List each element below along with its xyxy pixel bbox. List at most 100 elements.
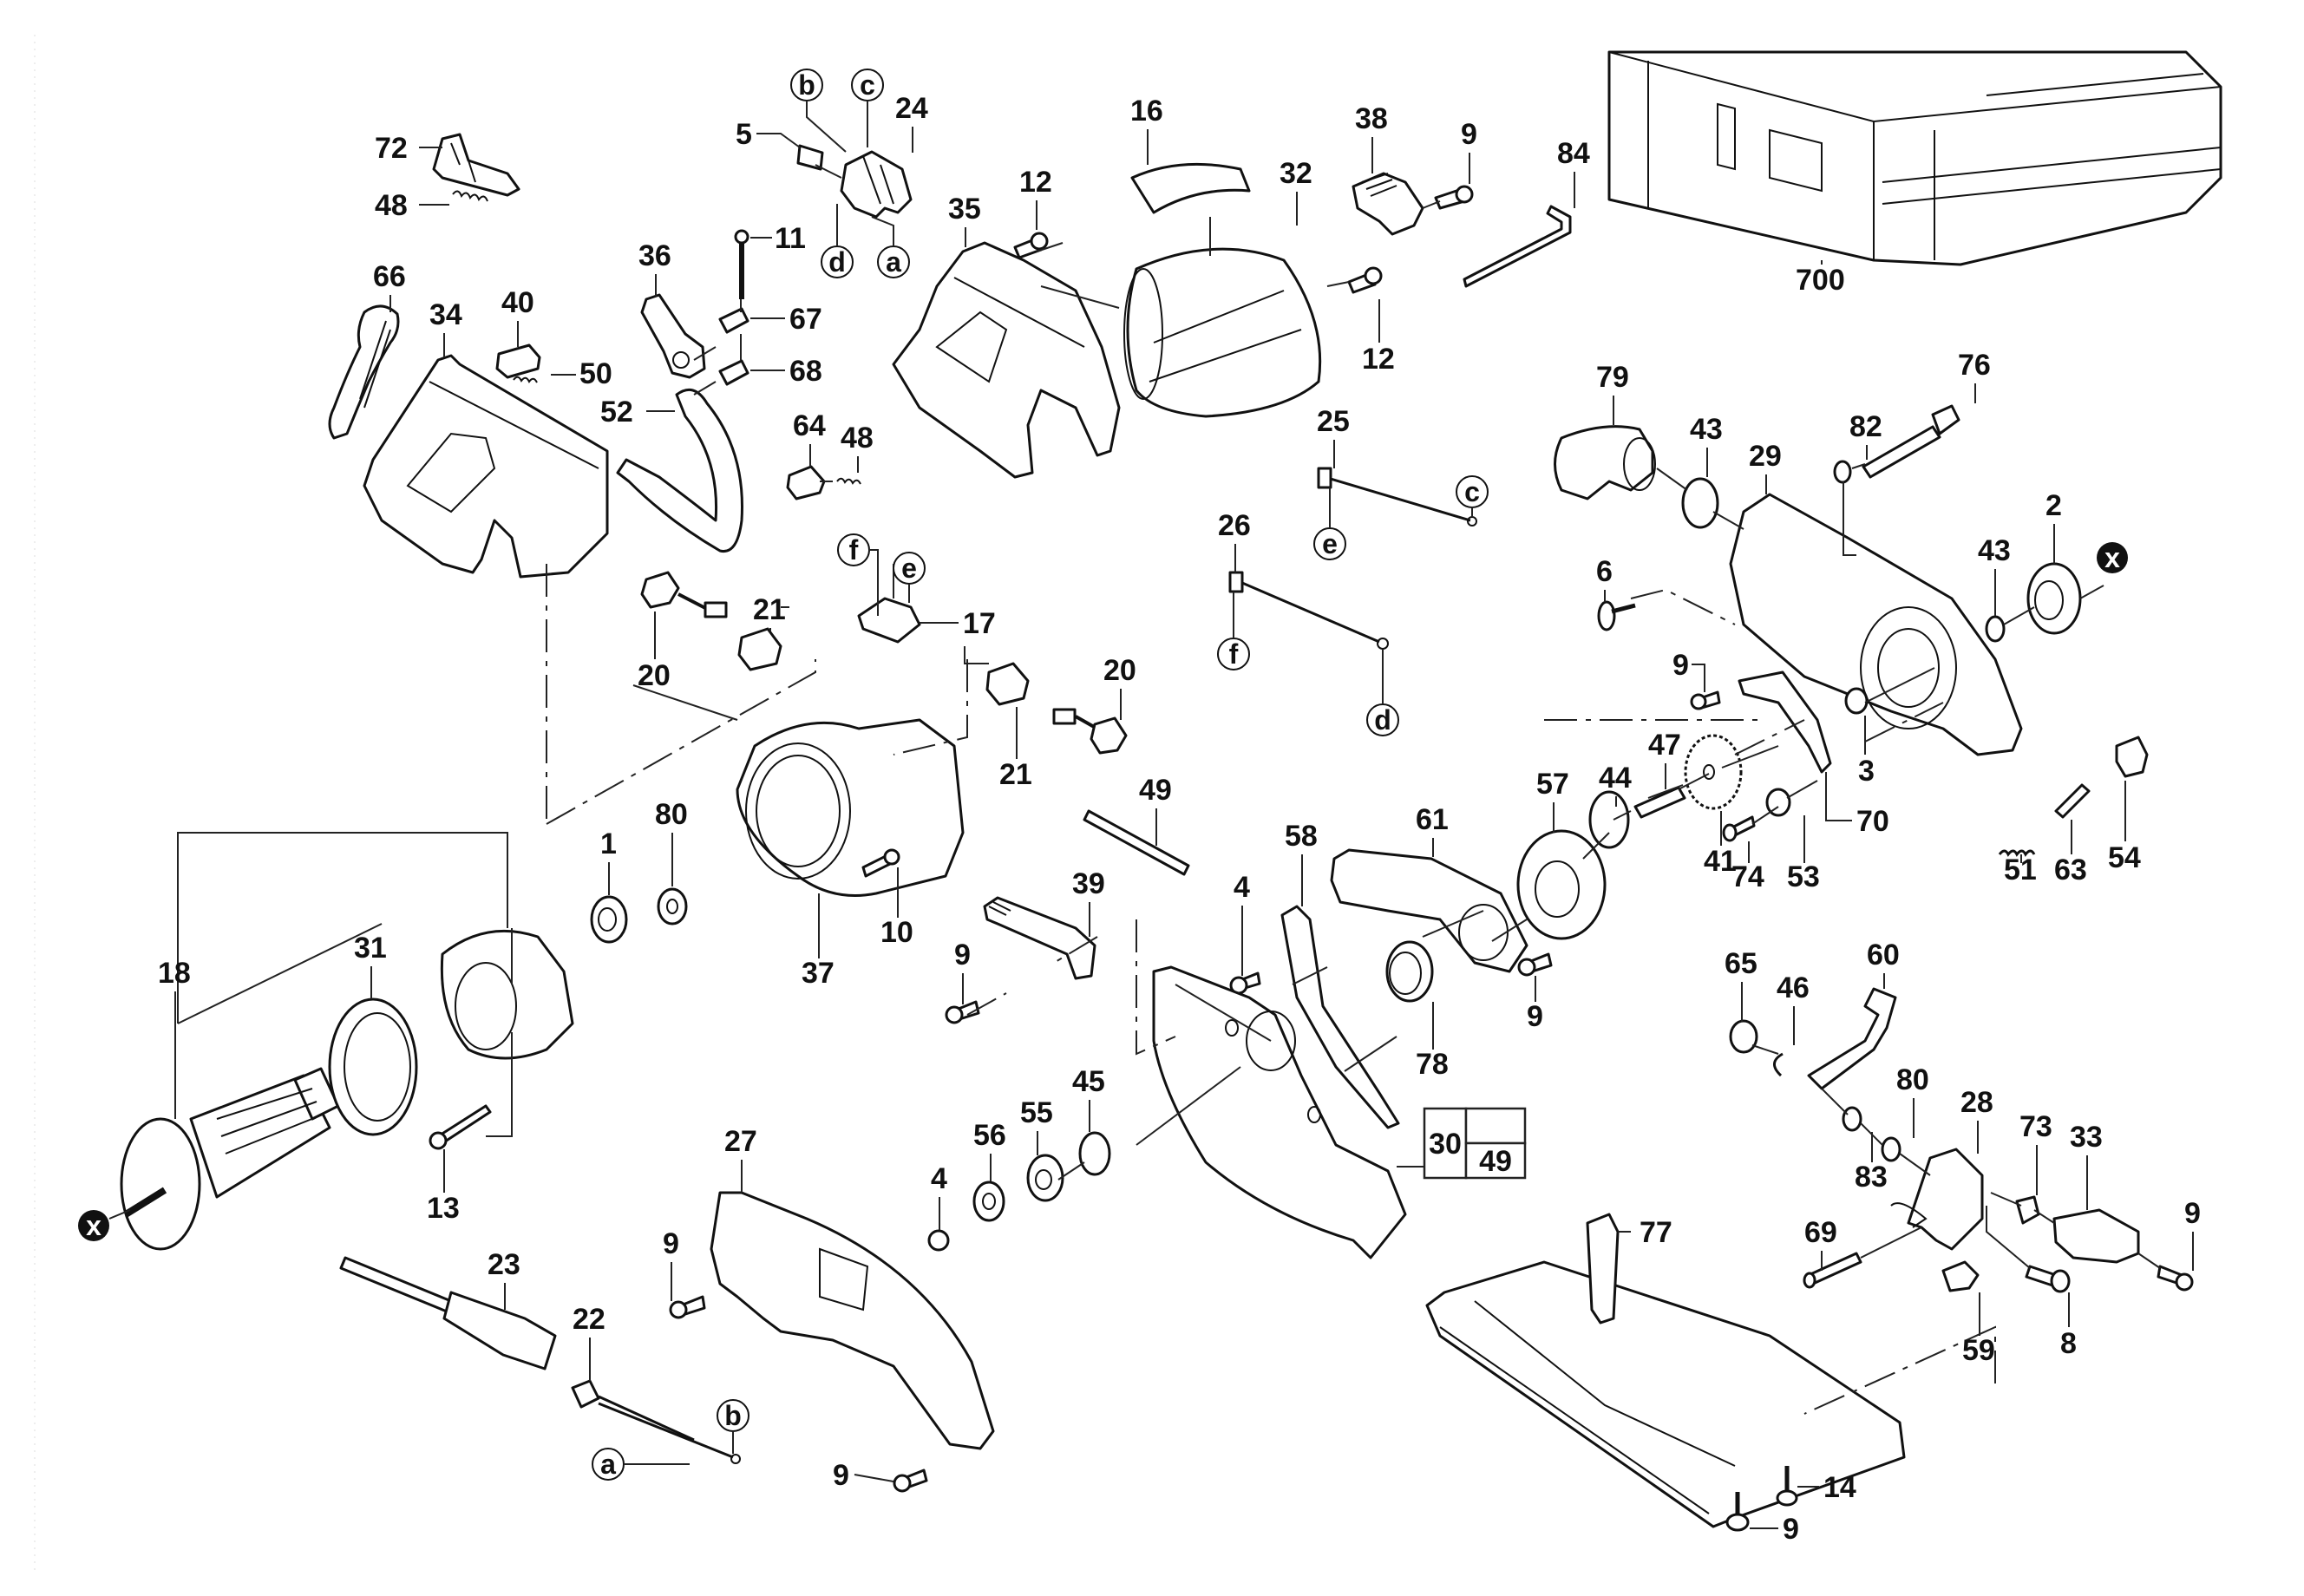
kit-box-30-49: 30 49	[1423, 1107, 1527, 1180]
connector-d-top: d	[821, 204, 854, 278]
part-80-washer-left	[657, 887, 688, 926]
callout-79: 79	[1596, 361, 1629, 425]
part-31-baffle-ring	[328, 998, 418, 1136]
callout-3: 3	[1858, 716, 1875, 788]
callout-80-right: 80	[1896, 1063, 1929, 1138]
svg-text:48: 48	[375, 189, 408, 222]
part-63-screw	[2054, 783, 2091, 819]
svg-text:69: 69	[1804, 1216, 1837, 1249]
callout-21-right: 21	[999, 707, 1032, 791]
callout-1: 1	[600, 827, 617, 895]
part-64-clip	[786, 465, 826, 500]
part-73-clip	[2015, 1195, 2040, 1225]
callout-12-top: 12	[1019, 166, 1052, 230]
connector-c-top: c	[851, 69, 884, 147]
callout-9-guard-lower: 9	[833, 1459, 894, 1492]
part-9-screw-flange	[1517, 952, 1553, 977]
svg-text:51: 51	[2004, 854, 2037, 886]
svg-text:46: 46	[1777, 971, 1810, 1004]
callout-61: 61	[1416, 803, 1449, 857]
svg-text:21: 21	[753, 593, 786, 626]
svg-text:56: 56	[973, 1119, 1006, 1152]
svg-text:18: 18	[158, 957, 191, 990]
svg-text:31: 31	[354, 932, 387, 965]
callout-32: 32	[1280, 157, 1312, 226]
part-61-bracket	[1330, 848, 1528, 973]
svg-text:20: 20	[1103, 654, 1136, 687]
svg-text:9: 9	[1672, 649, 1689, 682]
part-65-nut	[1729, 1019, 1758, 1054]
svg-text:79: 79	[1596, 361, 1629, 394]
callout-48-mid: 48	[841, 422, 874, 473]
svg-text:57: 57	[1536, 768, 1569, 801]
part-48-spring-mid	[836, 477, 861, 485]
part-9-screw-guard-upper	[669, 1295, 706, 1319]
part-70-arm	[1738, 670, 1832, 774]
callout-44: 44	[1599, 762, 1632, 807]
junction-markers: x x	[78, 542, 2128, 1241]
callout-36: 36	[638, 239, 671, 297]
callout-50: 50	[551, 357, 612, 390]
part-56-washer	[972, 1181, 1005, 1222]
svg-text:1: 1	[600, 827, 617, 860]
part-27-upper-guard	[710, 1191, 995, 1450]
svg-text:a: a	[600, 1449, 616, 1480]
svg-text:2: 2	[2045, 489, 2062, 522]
svg-text:21: 21	[999, 758, 1032, 791]
svg-text:c: c	[860, 69, 875, 101]
part-12-screw-mid	[1347, 266, 1383, 294]
callout-73: 73	[2019, 1110, 2052, 1195]
callout-80-left: 80	[655, 798, 688, 886]
callout-16: 16	[1130, 95, 1163, 165]
svg-text:52: 52	[600, 396, 633, 428]
part-55-flange-washer	[1026, 1154, 1064, 1202]
svg-text:76: 76	[1958, 349, 1991, 382]
callout-20-left: 20	[638, 612, 671, 692]
callout-9-guard-upper: 9	[663, 1227, 679, 1301]
svg-text:20: 20	[638, 659, 671, 692]
part-44-o-ring	[1588, 790, 1630, 849]
part-35-motor-housing	[892, 241, 1121, 479]
svg-text:73: 73	[2019, 1110, 2052, 1143]
callout-64: 64	[793, 409, 826, 467]
assembly-lines	[177, 164, 2161, 1415]
connector-f-right: f	[1217, 592, 1250, 670]
svg-text:35: 35	[948, 193, 981, 226]
kit-box-sub-bottom: 49	[1479, 1145, 1512, 1178]
svg-text:63: 63	[2054, 854, 2087, 886]
part-78-seal-ring	[1385, 940, 1434, 1003]
svg-text:12: 12	[1019, 166, 1052, 199]
svg-text:43: 43	[1978, 534, 2011, 567]
callout-2: 2	[2045, 489, 2062, 564]
callout-52: 52	[600, 396, 675, 428]
callout-43-right: 43	[1978, 534, 2011, 616]
part-9-screw-guard-lower	[893, 1468, 928, 1493]
part-79-dust-elbow	[1554, 425, 1656, 500]
svg-text:67: 67	[789, 303, 822, 336]
part-69-pin	[1803, 1252, 1862, 1289]
callout-24: 24	[895, 92, 928, 153]
part-3-bushing	[1844, 687, 1869, 715]
part-9-screw-handle	[2157, 1265, 2194, 1292]
svg-text:9: 9	[1461, 118, 1477, 151]
svg-text:34: 34	[429, 298, 462, 331]
callout-72: 72	[375, 132, 442, 165]
svg-text:9: 9	[663, 1227, 679, 1260]
svg-text:25: 25	[1317, 405, 1350, 438]
part-9-screw-gear	[1690, 690, 1721, 710]
callout-34: 34	[429, 298, 462, 357]
callout-67: 67	[750, 303, 822, 336]
callout-31: 31	[354, 932, 387, 999]
callout-6: 6	[1596, 555, 1613, 602]
svg-text:80: 80	[1896, 1063, 1929, 1096]
part-45-circlip	[1078, 1131, 1111, 1176]
callout-12-mid: 12	[1362, 299, 1395, 376]
svg-text:83: 83	[1855, 1161, 1888, 1194]
callout-46: 46	[1777, 971, 1810, 1045]
svg-text:37: 37	[802, 957, 835, 990]
callout-40: 40	[501, 286, 534, 347]
svg-text:b: b	[724, 1400, 742, 1431]
svg-text:9: 9	[833, 1459, 849, 1492]
svg-text:29: 29	[1749, 440, 1782, 473]
svg-text:x: x	[2104, 542, 2120, 573]
